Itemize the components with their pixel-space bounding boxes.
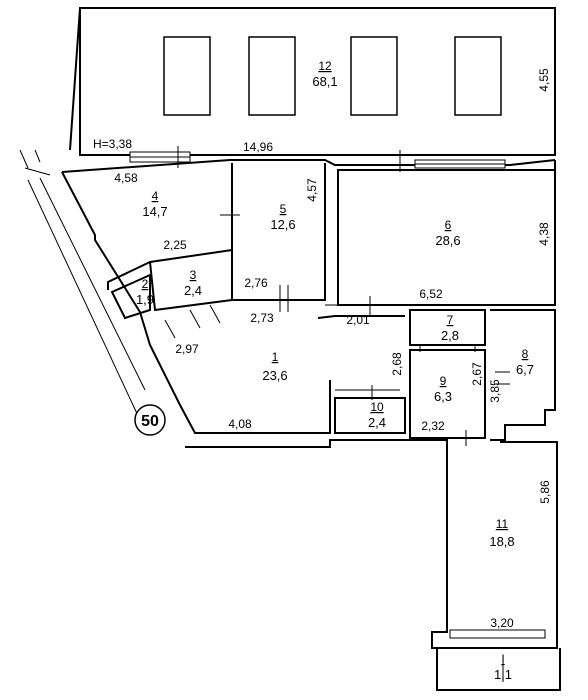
- room-10: 10 2,4: [368, 400, 386, 430]
- dimension-label: 2,97: [175, 342, 199, 356]
- room-number: 8: [522, 347, 529, 361]
- room-area: 12,6: [270, 217, 295, 232]
- dimension-label: 2,67: [470, 362, 484, 386]
- window-markers: [129, 146, 546, 639]
- room-number: I: [501, 652, 504, 666]
- dimension-label: 4,57: [305, 178, 319, 202]
- room-number: 10: [370, 400, 384, 414]
- room-number: 1: [272, 350, 279, 364]
- dimension-label: 3,85: [488, 379, 502, 403]
- dimension-label: 4,08: [228, 417, 252, 431]
- dimension-labels: H=3,38 4,55 14,96 4,58 4,57 4,38 2,25 2,…: [93, 68, 552, 630]
- room-number: 12: [318, 59, 332, 73]
- room-number: 7: [447, 313, 454, 327]
- room-8: 8 6,7: [516, 347, 534, 377]
- room-number: 4: [152, 189, 159, 203]
- room-area: 2,4: [184, 283, 202, 298]
- room-12: 12 68,1: [312, 59, 337, 89]
- room-number: 11: [496, 517, 509, 531]
- stair-fragment: [19, 149, 146, 421]
- room-labels: 12 68,1 4 14,7 5 12,6 6 28,6 3 2,4 2 1,9…: [136, 59, 534, 682]
- dimension-label: 3,20: [490, 616, 514, 630]
- skylights: [163, 36, 502, 116]
- room-area: 6,3: [434, 389, 452, 404]
- room-6: 6 28,6: [435, 218, 460, 248]
- room-area: 68,1: [312, 74, 337, 89]
- door-ticks: [164, 214, 510, 682]
- height-label: H=3,38: [93, 137, 132, 151]
- dimension-label: 4,55: [537, 68, 551, 92]
- dimension-label: 2,32: [421, 419, 445, 433]
- interior-walls: [107, 163, 556, 441]
- dimension-label: 2,25: [163, 238, 187, 252]
- plan-badge: 50: [134, 404, 166, 436]
- room-1: 1 23,6: [262, 350, 287, 383]
- dimension-label: 2,01: [346, 313, 370, 327]
- room-area: 1,1: [494, 667, 512, 682]
- badge-number: 50: [141, 413, 159, 430]
- room-7: 7 2,8: [441, 313, 459, 343]
- room-4: 4 14,7: [142, 189, 167, 219]
- dimension-label: 4,58: [114, 171, 138, 185]
- room-area: 1,9: [136, 292, 154, 307]
- dimension-label: 4,38: [537, 222, 551, 246]
- room-11: 11 18,8: [489, 517, 514, 549]
- dimension-label: 2,76: [244, 276, 268, 290]
- room-number: 3: [190, 268, 197, 282]
- room-area: 28,6: [435, 233, 460, 248]
- room-5: 5 12,6: [270, 202, 295, 232]
- room-number: 2: [142, 277, 149, 291]
- room-3: 3 2,4: [184, 268, 202, 298]
- room-9: 9 6,3: [434, 374, 452, 404]
- room-area: 23,6: [262, 368, 287, 383]
- room-area: 14,7: [142, 204, 167, 219]
- dimension-label: 6,52: [419, 287, 443, 301]
- dimension-label: 2,73: [250, 311, 274, 325]
- room-area: 18,8: [489, 534, 514, 549]
- dimension-label: 14,96: [243, 140, 273, 154]
- dimension-label: 2,68: [390, 352, 404, 376]
- room-area: 6,7: [516, 362, 534, 377]
- room-number: 5: [280, 202, 287, 216]
- room-2: 2 1,9: [136, 277, 154, 307]
- room-area: 2,4: [368, 415, 386, 430]
- room-area: 2,8: [441, 328, 459, 343]
- dimension-label: 5,86: [538, 480, 552, 504]
- room-number: 9: [440, 374, 447, 388]
- room-number: 6: [445, 218, 452, 232]
- room-balcony: I 1,1: [494, 652, 512, 682]
